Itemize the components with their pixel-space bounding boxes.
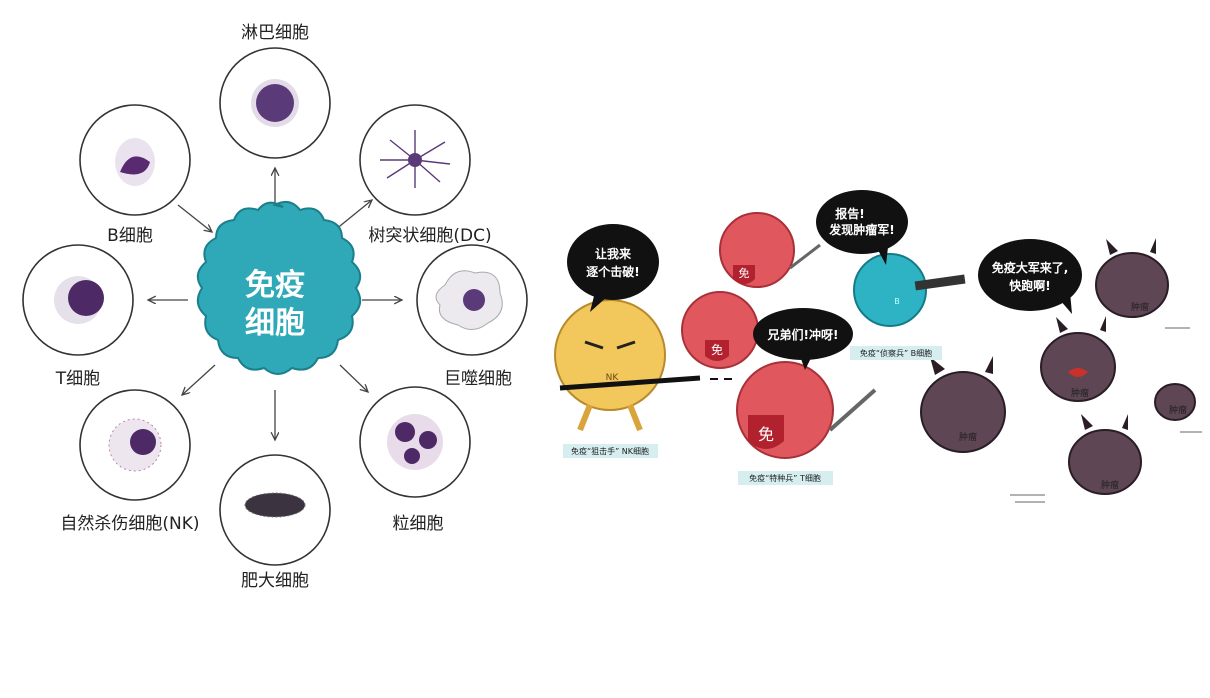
caption-b: 免疫“侦察兵” B细胞 [850, 346, 942, 360]
cell-granulocyte: 粒细胞 [359, 386, 471, 534]
caption-nk: 免疫“狙击手” NK细胞 [563, 444, 658, 458]
caption-t: 免疫“特种兵” T细胞 [738, 471, 833, 485]
tumor: 肿瘤 [1068, 414, 1142, 495]
tumor-characters: 肿瘤 肿瘤 肿瘤 肿瘤 肿瘤 [920, 238, 1202, 503]
speech-bubble-nk: 让我来 逐个击破! [567, 224, 659, 312]
cell-label: 树突状细胞(DC) [368, 226, 491, 246]
shield-label: 免 [711, 342, 723, 357]
tumor: 肿瘤 [1040, 316, 1116, 402]
bubble-text: 兄弟们!冲呀! [767, 327, 839, 342]
tumor: 肿瘤 [920, 356, 1006, 453]
tumor-label: 肿瘤 [1071, 387, 1089, 399]
nk-cell-character: NK [554, 299, 732, 432]
cell-label: 粒细胞 [393, 514, 444, 534]
tumor-label: 肿瘤 [1169, 404, 1187, 416]
rifle-icon [559, 375, 701, 391]
cell-label: B细胞 [107, 226, 153, 246]
nk-tag: NK [606, 373, 620, 383]
b-cell-character: B [853, 253, 966, 327]
cell-label: 肥大细胞 [241, 571, 309, 591]
caption-text: 免疫“狙击手” NK细胞 [571, 446, 649, 456]
cell-label: 淋巴细胞 [241, 23, 309, 43]
cell-lymphocyte: 淋巴细胞 [219, 23, 331, 159]
sword-icon [828, 388, 877, 432]
bubble-text: 报告! [835, 206, 864, 221]
tumor: 肿瘤 [1154, 383, 1196, 421]
bubble-text: 发现肿瘤军! [828, 222, 894, 237]
immune-cell-center: 免疫 细胞 [196, 200, 362, 375]
bubble-text: 逐个击破! [586, 264, 639, 279]
cell-mast: 肥大细胞 [219, 454, 331, 591]
center-label-line2: 细胞 [245, 306, 305, 341]
bubble-text: 让我来 [595, 246, 632, 261]
bubble-text: 免疫大军来了, [992, 260, 1069, 275]
cell-label: 自然杀伤细胞(NK) [60, 514, 199, 534]
b-tag: B [894, 297, 900, 306]
center-label-line1: 免疫 [245, 268, 305, 303]
shield-label: 免 [758, 425, 774, 444]
arrows [148, 168, 402, 440]
caption-text: 免疫“特种兵” T细胞 [749, 473, 821, 483]
telescope-icon [914, 274, 966, 291]
cell-macrophage: 巨噬细胞 [416, 244, 528, 389]
cell-nk: 自然杀伤细胞(NK) [60, 389, 200, 534]
cell-t: T细胞 [22, 244, 134, 389]
motion-lines [1010, 327, 1202, 503]
cell-dendritic: 树突状细胞(DC) [359, 104, 492, 246]
tumor: 肿瘤 [1095, 238, 1169, 318]
cell-b: B细胞 [79, 104, 191, 246]
caption-text: 免疫“侦察兵” B细胞 [860, 348, 932, 358]
speech-bubble-tumor: 免疫大军来了, 快跑啊! [978, 239, 1082, 314]
tumor-label: 肿瘤 [1101, 479, 1119, 491]
immune-cell-diagram: 免疫 细胞 淋巴细胞 树突状细胞(DC) 巨噬细胞 粒细胞 [22, 23, 528, 591]
cell-label: 巨噬细胞 [444, 369, 512, 389]
shield-label: 免 [739, 266, 750, 280]
sword-icon [789, 243, 821, 270]
bubble-text: 快跑啊! [1009, 278, 1050, 293]
cell-label: T细胞 [55, 369, 100, 389]
immune-battle-cartoon: NK 免 免 免 B 肿瘤 肿瘤 肿瘤 肿瘤 肿瘤 [554, 190, 1202, 503]
tumor-label: 肿瘤 [959, 431, 977, 443]
speech-bubble-t: 兄弟们!冲呀! [753, 308, 853, 370]
tumor-label: 肿瘤 [1131, 301, 1149, 313]
speech-bubble-b: 报告! 发现肿瘤军! [816, 190, 908, 265]
